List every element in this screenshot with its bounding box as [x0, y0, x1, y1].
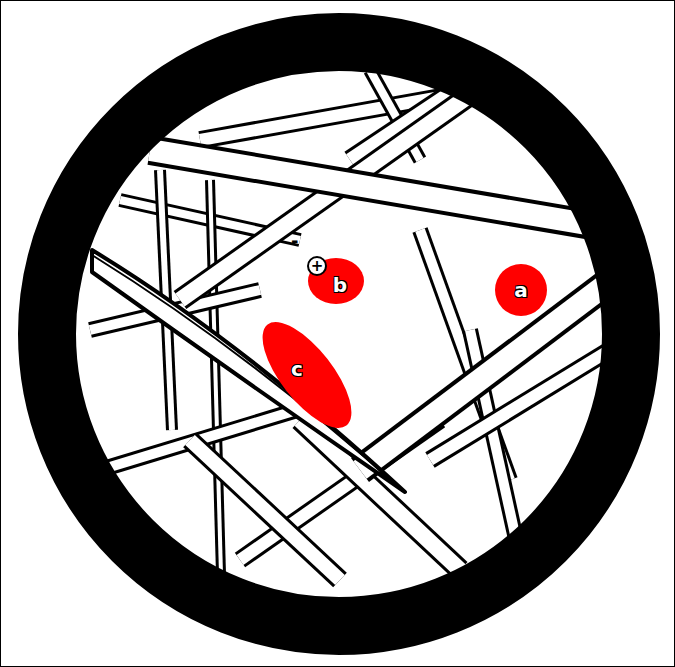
charge-circle: +	[307, 256, 327, 276]
particle-label: c	[291, 359, 303, 379]
red-particle: c	[242, 318, 372, 432]
particle-shape	[242, 318, 372, 432]
filter-ring	[47, 42, 631, 626]
particle-label: a	[514, 280, 528, 300]
particle-label: +	[311, 259, 324, 274]
red-particle: b+	[307, 257, 365, 305]
red-particle: a	[494, 263, 548, 317]
charge-sign: -	[291, 232, 298, 250]
particle-label: b	[333, 275, 347, 295]
